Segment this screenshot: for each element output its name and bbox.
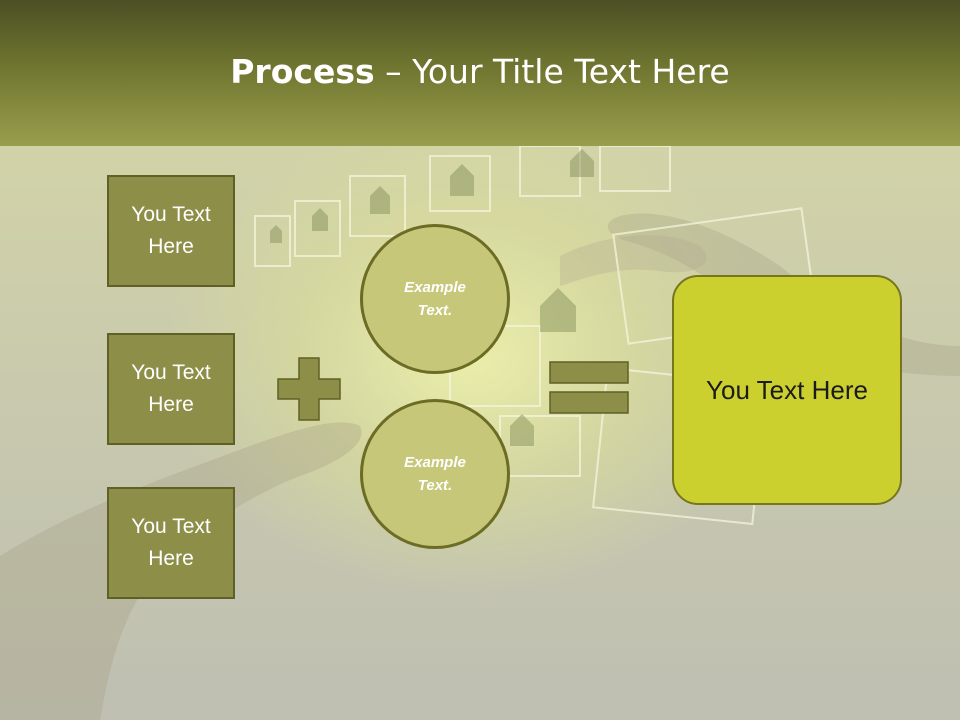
input-box-label: You Text Here [131,203,211,258]
input-box-label: You Text Here [131,515,211,570]
background-illustration [0,146,960,720]
slide-title[interactable]: Process – Your Title Text Here [0,52,960,91]
example-circle-label: Example Text. [404,454,466,494]
title-bold-part: Process [230,52,375,91]
example-circle-1[interactable]: Example Text. [360,224,510,374]
result-label: You Text Here [706,374,868,405]
input-box-2[interactable]: You Text Here [107,333,235,445]
result-box[interactable]: You Text Here [672,275,902,505]
input-box-3[interactable]: You Text Here [107,487,235,599]
example-circle-2[interactable]: Example Text. [360,399,510,549]
input-box-label: You Text Here [131,361,211,416]
equals-icon [549,361,629,414]
plus-icon [277,357,341,421]
input-box-1[interactable]: You Text Here [107,175,235,287]
title-text-part: – Your Title Text Here [374,52,730,91]
title-bar: Process – Your Title Text Here [0,0,960,146]
example-circle-label: Example Text. [404,279,466,319]
